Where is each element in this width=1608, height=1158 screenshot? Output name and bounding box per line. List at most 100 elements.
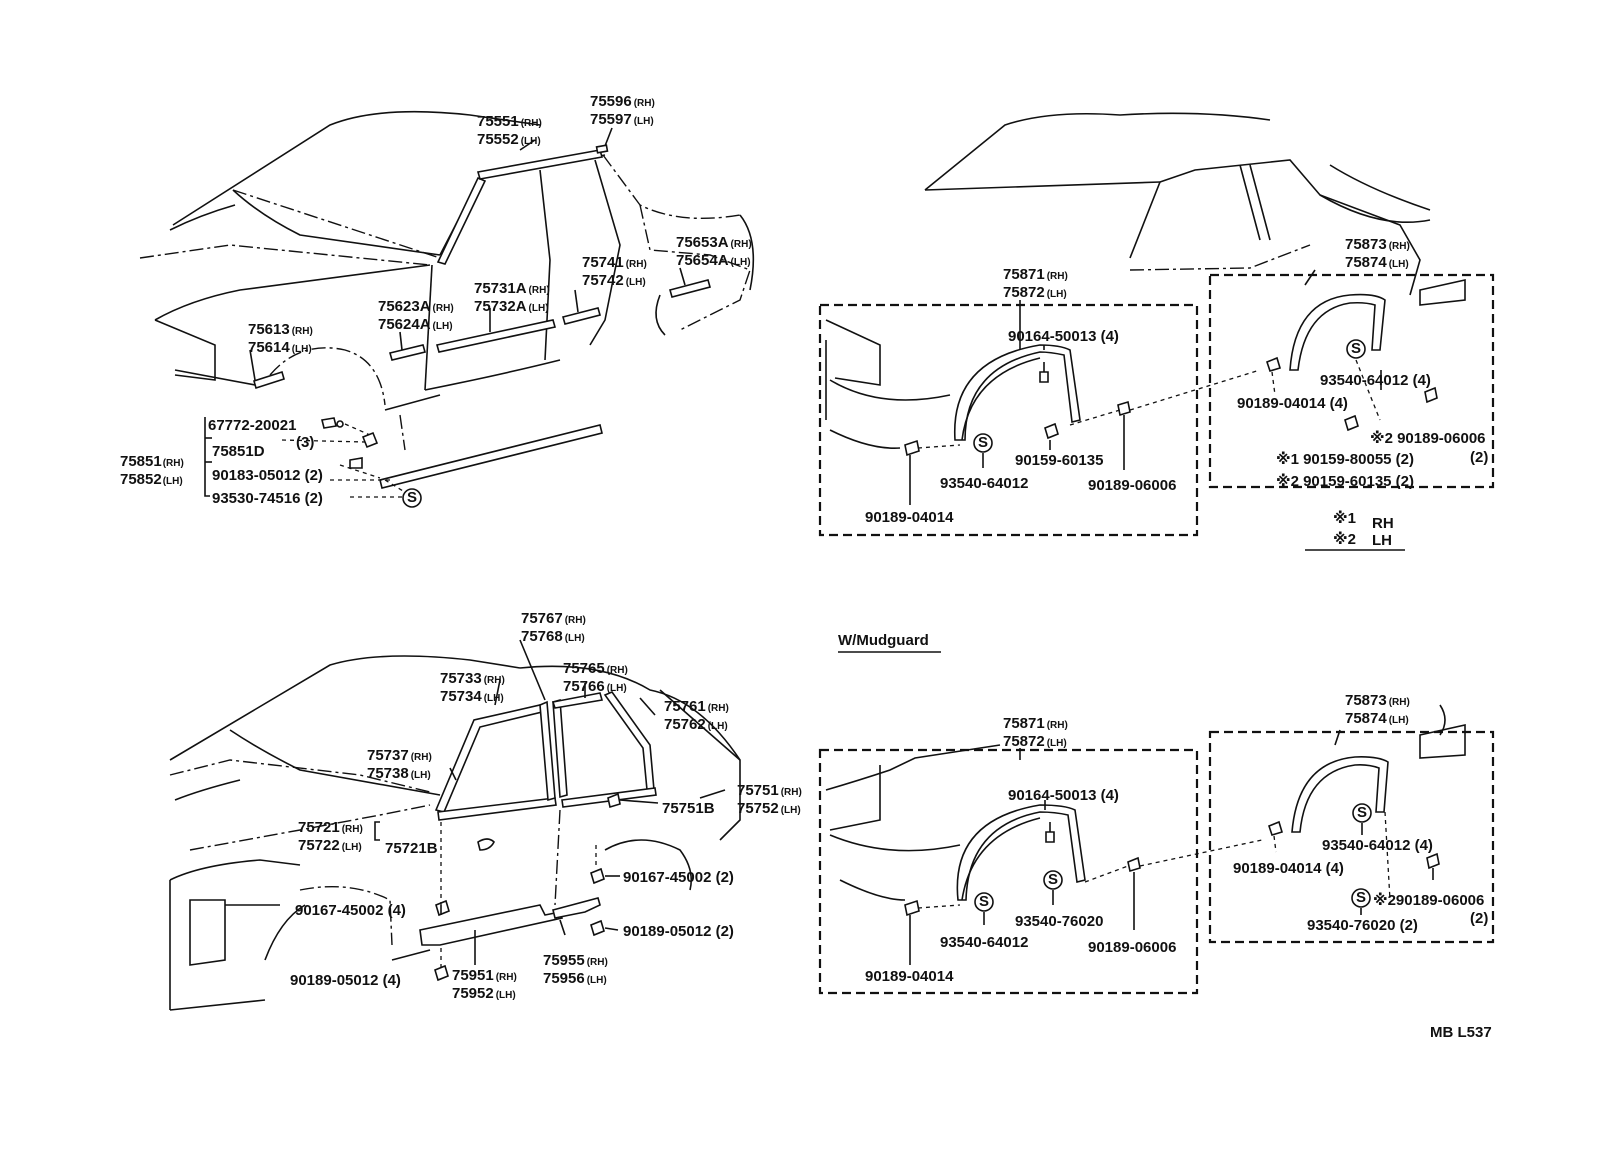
diagram-code: MB L537 xyxy=(1430,1024,1492,1041)
side-rh: (RH) xyxy=(731,239,752,250)
label-90183-05012: 90183-05012 (2) xyxy=(212,467,323,484)
svg-text:75623A(RH): 75623A(RH) xyxy=(378,298,454,315)
side-lh: (LH) xyxy=(607,683,627,694)
label-90189-06006: 90189-06006 xyxy=(1088,939,1176,956)
label-75597: 75597 xyxy=(590,111,632,128)
side-rh: (RH) xyxy=(433,303,454,314)
label-90189-06006: 90189-06006 xyxy=(1088,477,1176,494)
svg-text:75734(LH): 75734(LH) xyxy=(440,688,504,705)
label-93540-76020: 93540-76020 xyxy=(1015,913,1103,930)
label-75768: 75768 xyxy=(521,628,563,645)
svg-text:75613(RH): 75613(RH) xyxy=(248,321,313,338)
svg-text:75732A(LH): 75732A(LH) xyxy=(474,298,549,315)
label-93540-64012: 93540-64012 xyxy=(940,475,1028,492)
side-lh: (LH) xyxy=(587,975,607,986)
side-lh: (LH) xyxy=(565,633,585,644)
label-75872: 75872 xyxy=(1003,733,1045,750)
label-75741: 75741 xyxy=(582,254,624,271)
svg-text:75731A(RH): 75731A(RH) xyxy=(474,280,550,297)
side-lh: (LH) xyxy=(484,693,504,704)
label-90189-05012-2: 90189-05012 (2) xyxy=(623,923,734,940)
label-75871: 75871 xyxy=(1003,266,1045,283)
label-93530-74516: 93530-74516 (2) xyxy=(212,490,323,507)
side-lh: (LH) xyxy=(708,721,728,732)
svg-text:75751(RH): 75751(RH) xyxy=(737,782,802,799)
side-lh: (LH) xyxy=(163,476,183,487)
label-75624a: 75624A xyxy=(378,316,431,333)
label-90159-80055: ※1 90159-80055 (2) xyxy=(1276,450,1414,468)
svg-text:75738(LH): 75738(LH) xyxy=(367,765,431,782)
label-93540-64012: 93540-64012 xyxy=(940,934,1028,951)
label-90159-60135: 90159-60135 xyxy=(1015,452,1103,469)
label-75751b: 75751B xyxy=(662,800,715,817)
note-1: ※1 xyxy=(1333,509,1356,527)
svg-text:75768(LH): 75768(LH) xyxy=(521,628,585,645)
clip-symbol-s: S xyxy=(407,489,417,506)
side-lh: (LH) xyxy=(521,136,541,147)
label-75551: 75551 xyxy=(477,113,519,130)
label-90189-04014-4: 90189-04014 (4) xyxy=(1237,395,1348,412)
label-75952: 75952 xyxy=(452,985,494,1002)
svg-text:75873(RH): 75873(RH) xyxy=(1345,692,1410,709)
svg-text:75951(RH): 75951(RH) xyxy=(452,967,517,984)
side-rh: (RH) xyxy=(521,118,542,129)
clip-symbol-s: S xyxy=(1048,871,1058,888)
svg-text:75956(LH): 75956(LH) xyxy=(543,970,607,987)
label-75721b: 75721B xyxy=(385,840,438,857)
side-lh: (LH) xyxy=(626,277,646,288)
label-75873: 75873 xyxy=(1345,236,1387,253)
side-rh: (RH) xyxy=(626,259,647,270)
top-right-labels: 75871(RH) 75872(LH) 90164-50013 (4) 9015… xyxy=(865,236,1488,549)
label-75873: 75873 xyxy=(1345,692,1387,709)
side-lh: (LH) xyxy=(433,321,453,332)
label-75742: 75742 xyxy=(582,272,624,289)
label-90189-05012-4: 90189-05012 (4) xyxy=(290,972,401,989)
mudguard-heading: W/Mudguard xyxy=(838,632,929,649)
svg-text:75852(LH): 75852(LH) xyxy=(120,471,183,488)
label-67772-20021: 67772-20021 xyxy=(208,417,296,434)
side-lh: (LH) xyxy=(342,842,362,853)
label-75738: 75738 xyxy=(367,765,409,782)
side-lh: (LH) xyxy=(292,344,312,355)
side-rh: (RH) xyxy=(587,957,608,968)
top-left-labels: 75551(RH) 75552(LH) 75596(RH) 75597(LH) … xyxy=(120,93,752,507)
svg-text:75955(RH): 75955(RH) xyxy=(543,952,608,969)
svg-text:75752(LH): 75752(LH) xyxy=(737,800,801,817)
label-75733: 75733 xyxy=(440,670,482,687)
label-75767: 75767 xyxy=(521,610,563,627)
label-75613: 75613 xyxy=(248,321,290,338)
side-lh: (LH) xyxy=(1047,738,1067,749)
side-lh: (LH) xyxy=(1047,289,1067,300)
label-90164-50013: 90164-50013 (4) xyxy=(1008,328,1119,345)
svg-text:75721(RH): 75721(RH) xyxy=(298,819,363,836)
svg-text:75873(RH): 75873(RH) xyxy=(1345,236,1410,253)
svg-text:75722(LH): 75722(LH) xyxy=(298,837,362,854)
svg-text:75872(LH): 75872(LH) xyxy=(1003,284,1067,301)
label-75734: 75734 xyxy=(440,688,482,705)
side-rh: (RH) xyxy=(163,458,184,469)
label-67772-qty: (3) xyxy=(296,434,314,451)
clip-symbol-s: S xyxy=(1357,804,1367,821)
label-75951: 75951 xyxy=(452,967,494,984)
svg-text:75874(LH): 75874(LH) xyxy=(1345,710,1409,727)
side-lh: (LH) xyxy=(731,257,751,268)
side-rh: (RH) xyxy=(496,972,517,983)
svg-text:75624A(LH): 75624A(LH) xyxy=(378,316,453,333)
bottom-left-labels: 75767(RH) 75768(LH) 75765(RH) 75766(LH) … xyxy=(290,610,802,1002)
label-75766: 75766 xyxy=(563,678,605,695)
label-90189-06006-2-qty: (2) xyxy=(1470,449,1488,466)
svg-text:75737(RH): 75737(RH) xyxy=(367,747,432,764)
label-75552: 75552 xyxy=(477,131,519,148)
side-rh: (RH) xyxy=(708,703,729,714)
label-75721: 75721 xyxy=(298,819,340,836)
label-75871: 75871 xyxy=(1003,715,1045,732)
label-90189-04014-4: 90189-04014 (4) xyxy=(1233,860,1344,877)
clip-symbol-s: S xyxy=(1351,340,1361,357)
label-90167-45002-2: 90167-45002 (2) xyxy=(623,869,734,886)
label-75852: 75852 xyxy=(120,471,162,488)
label-90164-50013: 90164-50013 (4) xyxy=(1008,787,1119,804)
label-75955: 75955 xyxy=(543,952,585,969)
side-rh: (RH) xyxy=(484,675,505,686)
svg-text:75766(LH): 75766(LH) xyxy=(563,678,627,695)
side-rh: (RH) xyxy=(1389,697,1410,708)
